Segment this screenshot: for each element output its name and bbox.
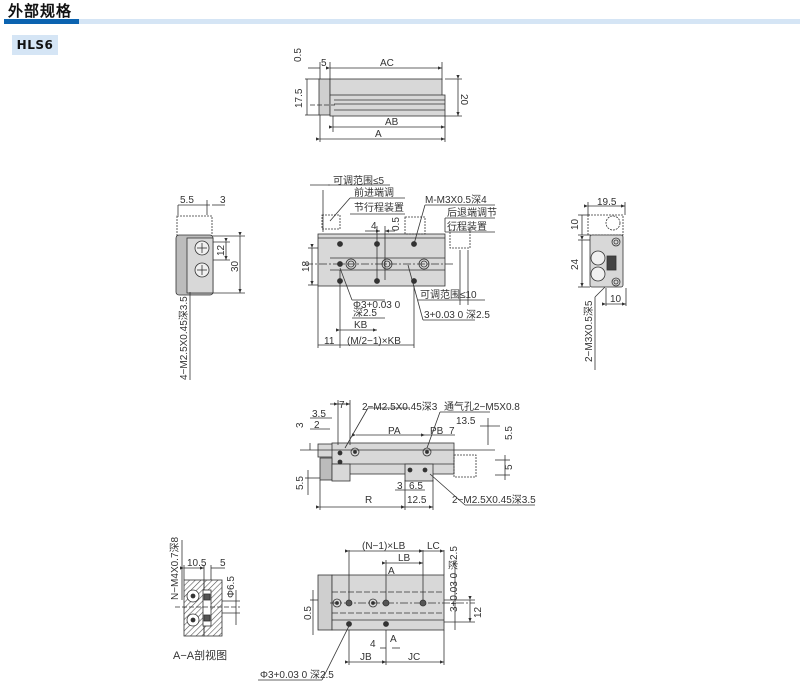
rear-adjust-label-2: 行程装置: [447, 220, 487, 233]
left-view: [175, 200, 245, 380]
dim-30: 30: [230, 260, 241, 272]
thread-m2.5-label: 4−M2.5X0.45深3.5: [178, 296, 190, 380]
dim-5.5: 5.5: [180, 195, 194, 206]
pin-hole-label: Φ3+0.03 0: [353, 300, 401, 311]
vent-label: 通气孔2−M5X0.8: [444, 400, 520, 413]
dim-7: 7: [339, 400, 345, 411]
dim-18: 18: [301, 260, 312, 272]
dim-PB: PB: [430, 426, 444, 437]
dim-LB: LB: [398, 553, 411, 564]
dim-JB: JB: [360, 652, 372, 663]
dim-KB: KB: [354, 320, 368, 331]
dim-4: 4: [371, 221, 377, 232]
dim-17.5: 17.5: [294, 88, 305, 108]
left-view-labels: 5.5 3 12 30 4−M2.5X0.45深3.5: [178, 195, 241, 380]
section-view-labels: N−M4X0.7深8 10.5 5 Φ6.5 A−A剖视图: [169, 536, 237, 662]
dim-0.5: 0.5: [391, 217, 402, 231]
dim-LC: LC: [427, 541, 440, 552]
right-view-labels: 19.5 10 24 10 2−M3X0.5深5: [570, 197, 622, 362]
thread-top-label: 2−M2.5X0.45深3: [362, 401, 438, 413]
dim-13.5: 13.5: [456, 416, 476, 427]
dim-20: 20: [458, 94, 469, 106]
thread-m3-label: 2−M3X0.5深5: [583, 300, 595, 362]
dim-7b: 7: [449, 426, 455, 437]
dim-5: 5: [321, 58, 327, 69]
front-adjust-label-2: 节行程装置: [354, 201, 404, 214]
dim-5: 5: [220, 558, 226, 569]
dim-dia-6.5: Φ6.5: [226, 576, 237, 598]
pin-depth-label: 深2.5: [353, 307, 377, 319]
title-underline-accent: [4, 19, 79, 24]
dim-10.5: 10.5: [187, 558, 207, 569]
slot-label: 3+0.03 0 深2.5: [448, 546, 460, 612]
dim-AC: AC: [380, 58, 394, 69]
pin-hole-label: Φ3+0.03 0 深2.5: [260, 669, 334, 681]
dim-0.5: 0.5: [303, 606, 314, 620]
slot-label: 3+0.03 0 深2.5: [424, 309, 490, 321]
page-title: 外部规格: [8, 2, 73, 20]
section-caption: A−A剖视图: [173, 648, 227, 662]
front-view: [305, 184, 495, 348]
adjust-range-front: 可调范围≤5: [333, 174, 384, 187]
dim-12: 12: [473, 606, 484, 618]
dim-pitch: (M/2−1)×KB: [347, 336, 401, 347]
dim-A: A: [375, 129, 382, 140]
right-view: [578, 202, 627, 370]
side-view-labels: 7 2−M2.5X0.45深3 通气孔2−M5X0.8 3.5 3 2 PA P…: [295, 400, 536, 506]
dim-3: 3: [220, 195, 226, 206]
model-badge: HLS6: [12, 35, 58, 55]
section-mark-A-bottom: A: [390, 634, 397, 645]
dim-10-top: 10: [570, 218, 581, 230]
dim-6.5: 6.5: [409, 481, 423, 492]
dim-JC: JC: [408, 652, 420, 663]
dim-pitch: (N−1)×LB: [362, 541, 406, 552]
dim-12: 12: [216, 244, 227, 256]
top-view: [305, 62, 462, 142]
title-underline: [4, 19, 800, 24]
thread-bottom-label: 2−M2.5X0.45深3.5: [452, 494, 536, 506]
dim-4: 4: [370, 639, 376, 650]
dim-2: 2: [314, 420, 320, 431]
rear-adjust-label-1: 后退端调节: [447, 206, 497, 219]
thread-m4-label: N−M4X0.7深8: [169, 536, 181, 600]
dim-R: R: [365, 495, 372, 506]
dim-11: 11: [324, 336, 335, 347]
dim-19.5: 19.5: [597, 197, 617, 208]
dim-AB: AB: [385, 117, 399, 128]
top-view-labels: 0.5 5 AC 17.5 20 AB A: [293, 48, 469, 140]
bottom-view: [258, 549, 475, 681]
dim-3.5: 3.5: [312, 409, 326, 420]
dim-0.5: 0.5: [293, 48, 304, 62]
front-view-labels: 可调范围≤5 前进端调 节行程装置 M-M3X0.5深4 后退端调节 行程装置 …: [301, 174, 497, 347]
section-view: [175, 540, 240, 637]
dim-3b: 3: [397, 481, 403, 492]
adjust-range-rear: 可调范围≤10: [420, 288, 477, 301]
thread-m3-label: M-M3X0.5深4: [425, 194, 487, 206]
dim-5: 5: [504, 464, 515, 470]
dim-PA: PA: [388, 426, 401, 437]
dim-12.5: 12.5: [407, 495, 427, 506]
bottom-view-labels: (N−1)×LB LC LB A 3+0.03 0 深2.5 0.5 12 A …: [260, 541, 484, 681]
dim-5.5-right: 5.5: [504, 426, 515, 440]
section-mark-A-top: A: [388, 566, 395, 577]
dim-5.5-left: 5.5: [295, 476, 306, 490]
front-adjust-label-1: 前进端调: [354, 186, 394, 199]
dim-24: 24: [570, 258, 581, 270]
dim-3: 3: [295, 422, 306, 428]
dim-10-bottom: 10: [610, 294, 622, 305]
side-view: [300, 400, 535, 510]
